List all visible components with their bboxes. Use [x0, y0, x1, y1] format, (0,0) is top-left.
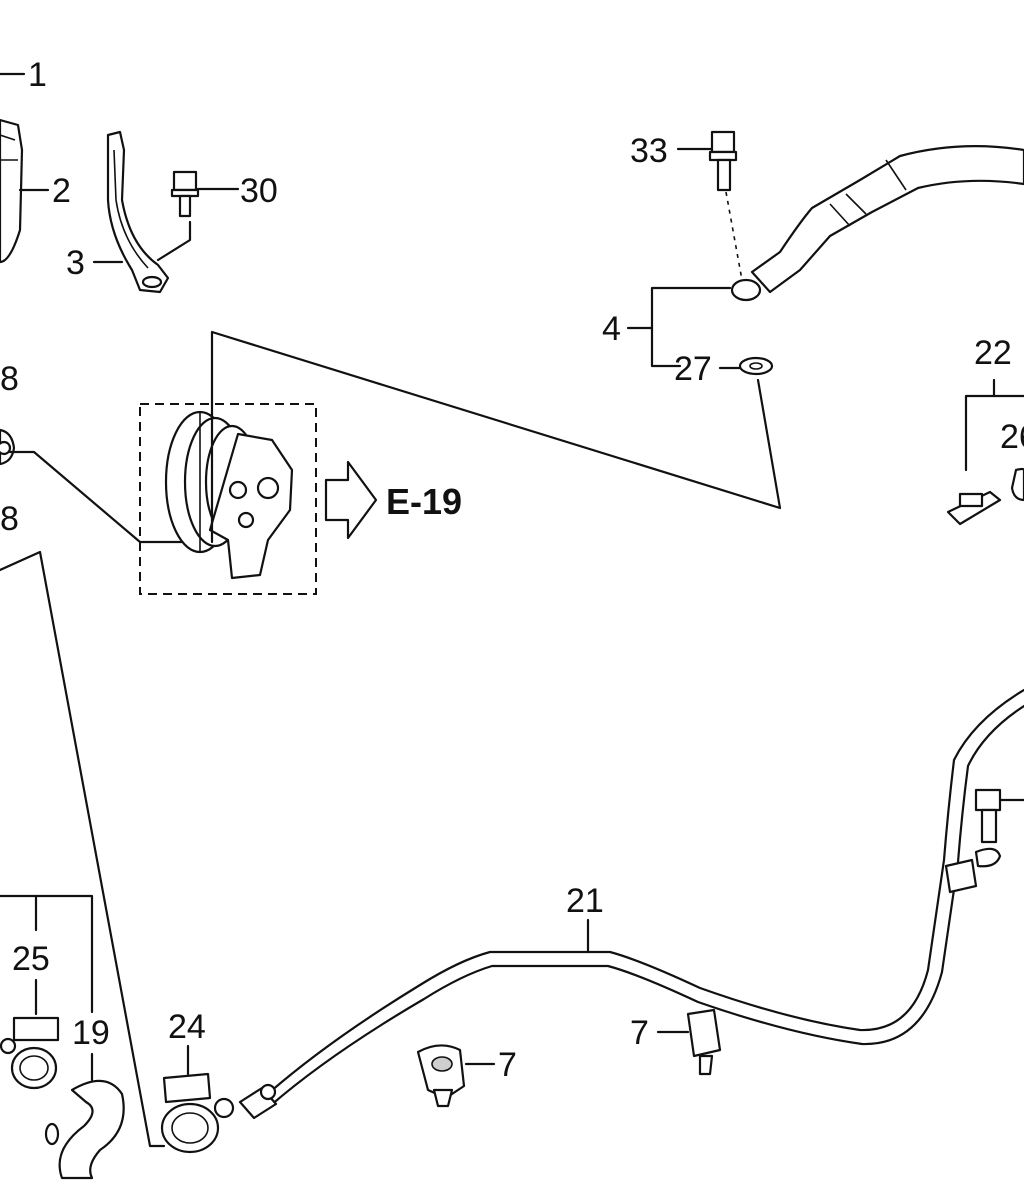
hose-clamp-24-part: [0, 550, 235, 1154]
reservoir-part: [0, 72, 50, 264]
hose-clamp-25-part: [0, 894, 94, 1090]
callout-3: 3: [66, 244, 85, 282]
callout-7-center: 7: [498, 1046, 517, 1084]
callout-30: 30: [240, 172, 278, 210]
callout-7-right: 7: [630, 1014, 649, 1052]
reference-arrow-icon: [324, 460, 378, 540]
callout-24: 24: [168, 1008, 206, 1046]
washer-27-part: [718, 356, 774, 376]
fitting-22-part: [946, 378, 1024, 526]
clip-7-center-part: [416, 1044, 496, 1108]
callout-33: 33: [630, 132, 668, 170]
reference-label: E-19: [386, 481, 462, 522]
clip-7-right-part: [656, 1008, 722, 1076]
bolt-30-part: [170, 170, 240, 218]
callout-4: 4: [602, 310, 621, 348]
return-pipe-21-part: [238, 688, 1024, 1120]
callout-19: 19: [72, 1014, 110, 1052]
high-pressure-hose-part: [626, 145, 1024, 368]
bolt-33-part: [676, 130, 743, 281]
callout-26: 26: [1000, 418, 1024, 456]
hose-8-part: [0, 428, 192, 544]
callout-8-upper: 8: [0, 360, 19, 398]
callout-27: 27: [674, 350, 712, 388]
callout-8-lower: 8: [0, 500, 19, 538]
callout-21: 21: [566, 882, 604, 920]
callout-2: 2: [52, 172, 71, 210]
power-steering-pump-part: [139, 330, 782, 595]
bolt-right-part: [974, 788, 1024, 844]
callout-22: 22: [974, 334, 1012, 372]
callout-25: 25: [12, 940, 50, 978]
callout-1: 1: [28, 56, 47, 94]
bracket-part: [92, 130, 192, 294]
hose-19-part: [44, 1052, 125, 1180]
